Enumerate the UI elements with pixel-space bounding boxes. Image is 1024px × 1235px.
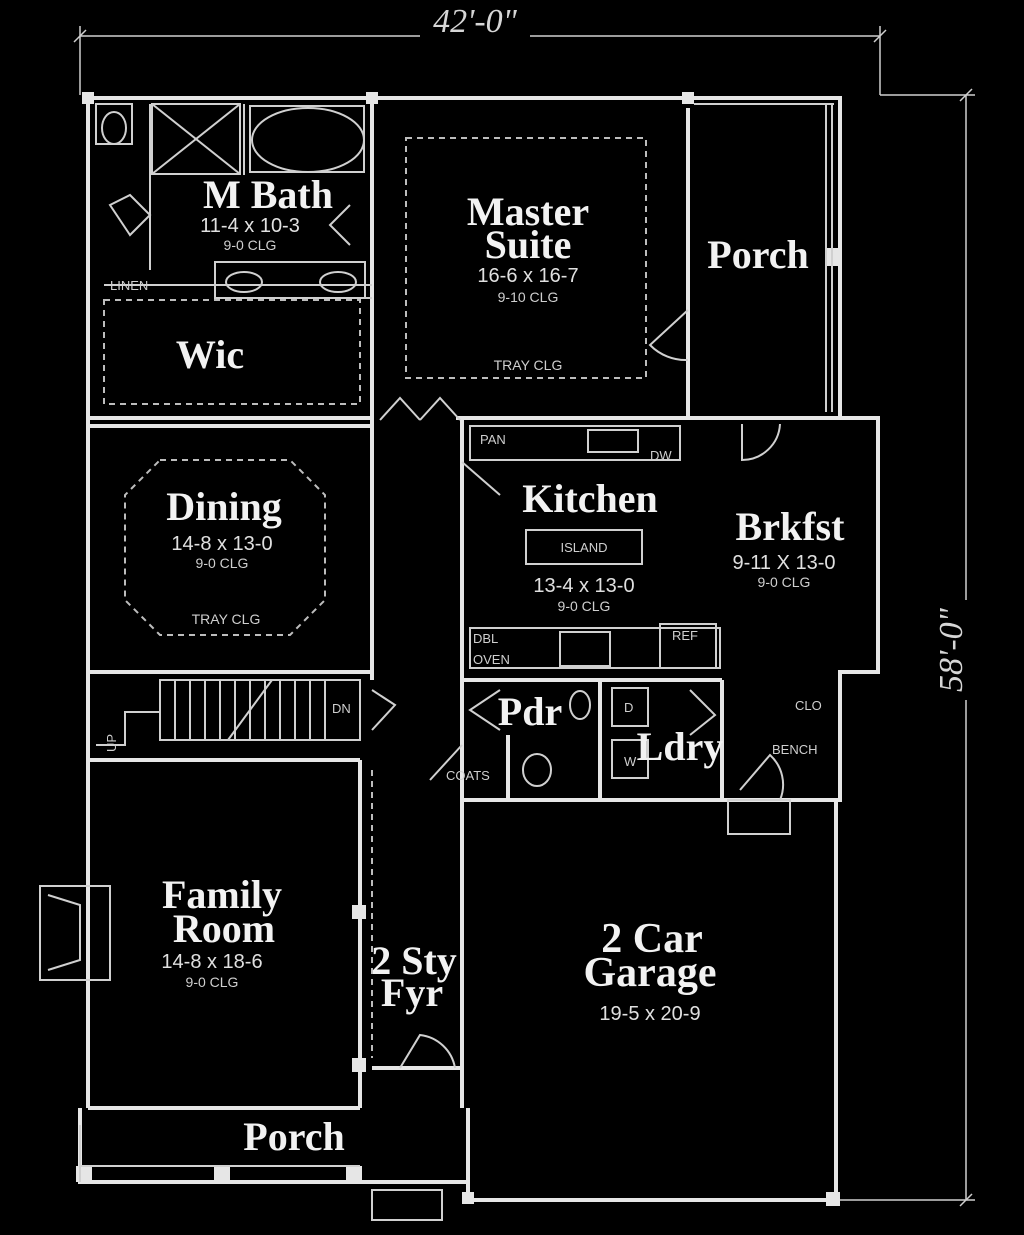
garage-name-1: 2 Car bbox=[601, 916, 702, 962]
family-name-2: Room bbox=[173, 906, 275, 951]
sink-icon bbox=[569, 690, 591, 720]
coats-label: COATS bbox=[446, 768, 490, 783]
m-bath-ceiling: 9-0 CLG bbox=[224, 237, 277, 253]
dining-ceiling: 9-0 CLG bbox=[196, 555, 249, 571]
sink-icon bbox=[319, 271, 357, 293]
toilet-icon bbox=[101, 111, 127, 145]
m-bath-size: 11-4 x 10-3 bbox=[200, 215, 300, 237]
front-porch-name: Porch bbox=[243, 1114, 344, 1159]
foyer-name-1: 2 Sty bbox=[371, 938, 457, 983]
front-steps bbox=[371, 1189, 443, 1221]
dining-tray-ceiling bbox=[124, 459, 326, 636]
wic-shelving bbox=[103, 299, 361, 405]
family-ceiling: 9-0 CLG bbox=[186, 974, 239, 990]
dimension-width: 42'-0" bbox=[73, 3, 887, 95]
dw-label: DW bbox=[650, 448, 672, 463]
island-label: ISLAND bbox=[561, 540, 608, 555]
dimension-depth: 58'-0" bbox=[840, 88, 995, 1207]
family-size: 14-8 x 18-6 bbox=[161, 951, 262, 973]
doors bbox=[108, 193, 785, 1069]
fireplace bbox=[39, 885, 111, 981]
family-name-1: Family bbox=[162, 872, 282, 917]
pan-label: PAN bbox=[480, 432, 506, 447]
stairs bbox=[96, 679, 361, 746]
dryer-icon bbox=[611, 687, 649, 727]
master-ceiling: 9-10 CLG bbox=[498, 289, 559, 305]
refrigerator bbox=[659, 623, 717, 669]
garage-size: 19-5 x 20-9 bbox=[599, 1003, 700, 1025]
dryer-label: D bbox=[624, 700, 633, 715]
m-bath-name: M Bath bbox=[203, 172, 333, 217]
master-name-1: Master bbox=[467, 189, 589, 234]
linen-label: LINEN bbox=[110, 278, 148, 293]
width-label: 42'-0" bbox=[433, 3, 518, 40]
rear-porch-name: Porch bbox=[707, 232, 808, 277]
kitchen-island bbox=[525, 529, 643, 565]
dining-name: Dining bbox=[166, 484, 282, 529]
shower bbox=[151, 103, 241, 175]
brkfst-size: 9-11 X 13-0 bbox=[732, 552, 835, 574]
brkfst-name: Brkfst bbox=[736, 504, 846, 549]
washer-icon bbox=[611, 739, 649, 779]
master-size: 16-6 x 16-7 bbox=[477, 265, 578, 287]
ldry-name: Ldry bbox=[637, 724, 724, 769]
foyer-name-2: Fyr bbox=[381, 970, 443, 1015]
toilet-icon bbox=[522, 753, 552, 787]
bathtub-icon bbox=[251, 107, 365, 173]
wic-name: Wic bbox=[176, 332, 244, 377]
kitchen-name: Kitchen bbox=[522, 476, 658, 521]
bath-fixtures bbox=[95, 103, 366, 299]
posts bbox=[76, 92, 840, 1206]
sink-icon bbox=[225, 271, 263, 293]
kitchen-ceiling: 9-0 CLG bbox=[558, 598, 611, 614]
depth-label: 58'-0" bbox=[933, 607, 970, 692]
clo-label: CLO bbox=[795, 698, 822, 713]
stairs-up-label: UP bbox=[104, 734, 119, 752]
garage-name-2: Garage bbox=[584, 950, 717, 996]
pdr-fixtures bbox=[522, 687, 791, 835]
kitchen-size: 13-4 x 13-0 bbox=[533, 575, 634, 597]
interior-walls bbox=[88, 98, 840, 1110]
pdr-name: Pdr bbox=[498, 689, 562, 734]
master-name-2: Suite bbox=[485, 222, 572, 267]
dining-size: 14-8 x 13-0 bbox=[171, 533, 272, 555]
master-tray-ceiling bbox=[405, 137, 647, 379]
stairs-down-label: DN bbox=[332, 701, 351, 716]
master-ceiling-type: TRAY CLG bbox=[494, 357, 563, 373]
washer-label: W bbox=[624, 754, 637, 769]
brkfst-ceiling: 9-0 CLG bbox=[758, 574, 811, 590]
bench-label: BENCH bbox=[772, 742, 818, 757]
dbl-oven-label-1: DBL bbox=[473, 631, 498, 646]
kitchen-counters bbox=[469, 425, 721, 669]
garage-steps bbox=[727, 799, 791, 835]
kitchen-sink-icon bbox=[587, 429, 639, 453]
dining-ceiling-type: TRAY CLG bbox=[192, 611, 261, 627]
ref-label: REF bbox=[672, 628, 698, 643]
dbl-oven-label-2: OVEN bbox=[473, 652, 510, 667]
